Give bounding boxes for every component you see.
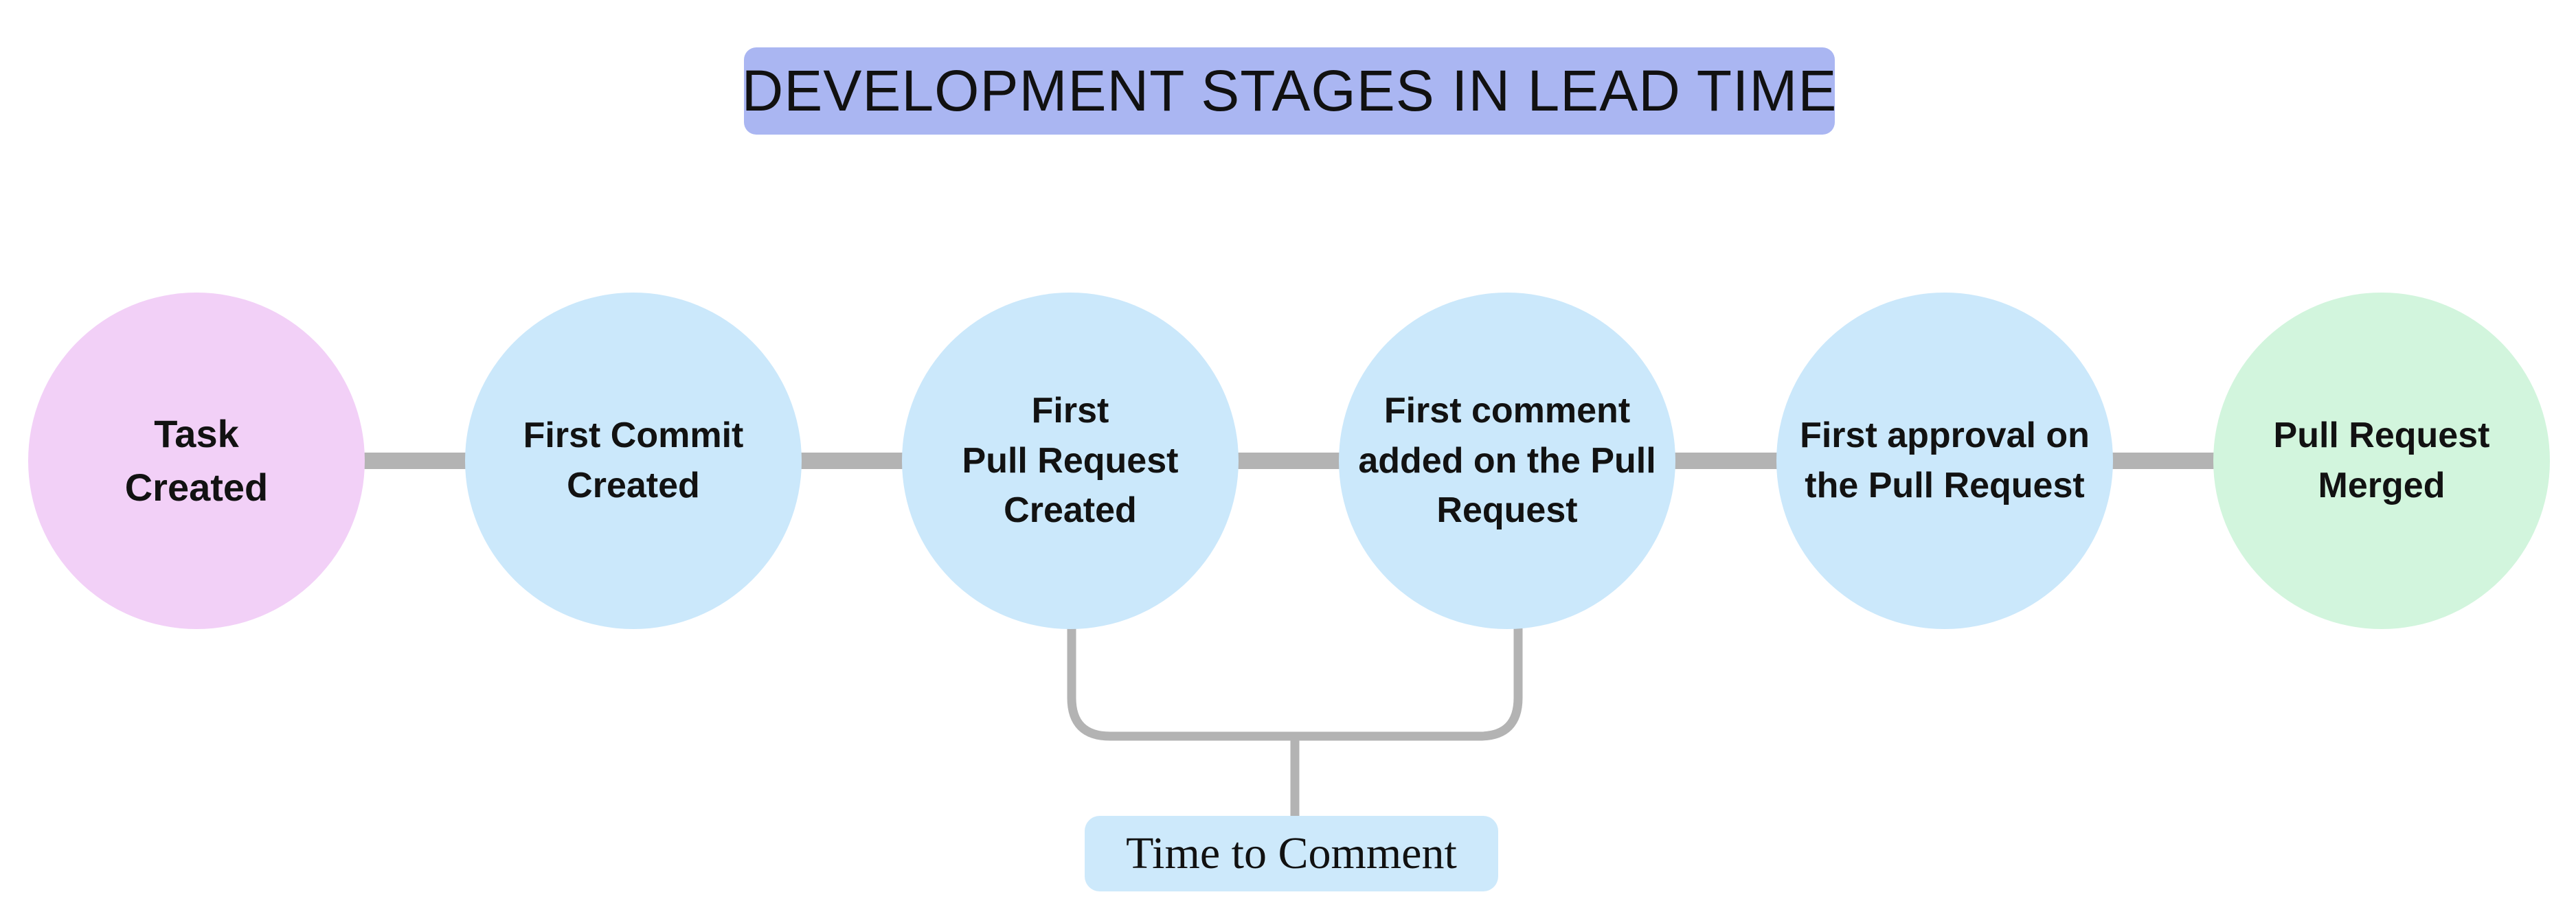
diagram-title: DEVELOPMENT STAGES IN LEAD TIME <box>742 47 1836 135</box>
bracket-u-shape <box>1067 622 1523 741</box>
time-to-comment-label: Time to Comment <box>1085 816 1498 891</box>
stage-first-comment-added: First comment added on the Pull Request <box>1339 293 1675 629</box>
stage-task-created: Task Created <box>28 293 365 629</box>
time-to-comment-bracket <box>1067 622 1523 821</box>
stage-first-pull-request-created: First Pull Request Created <box>902 293 1239 629</box>
stage-first-commit-created: First Commit Created <box>465 293 802 629</box>
stage-first-approval: First approval on the Pull Request <box>1776 293 2113 629</box>
stage-pull-request-merged: Pull Request Merged <box>2213 293 2550 629</box>
